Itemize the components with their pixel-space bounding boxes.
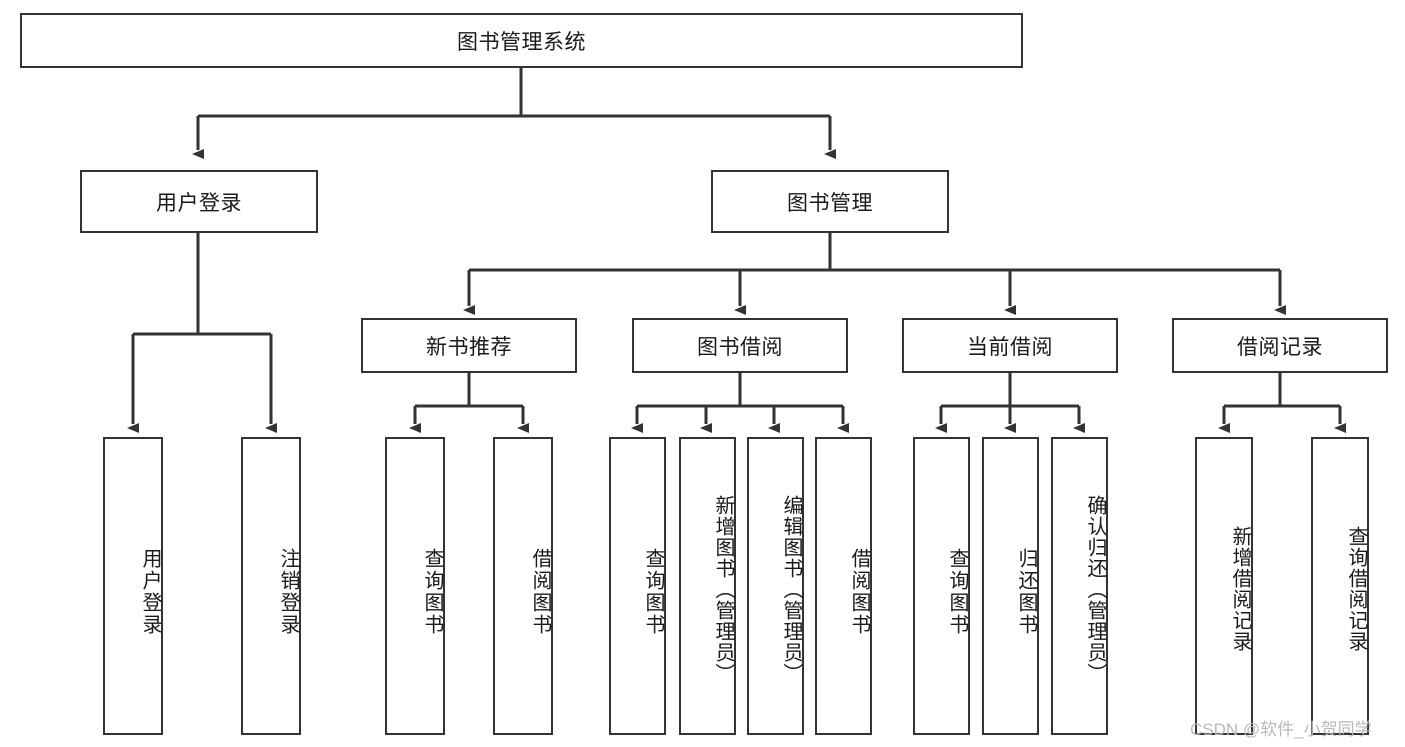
node-current-borrow[interactable]: 当前借阅 [902,318,1118,373]
leaf-user-login[interactable]: 用户登录 [103,437,163,735]
leaf-add-record[interactable]: 新增借阅记录 [1195,437,1253,735]
node-root-label: 图书管理系统 [457,30,586,54]
node-new-book-recommend[interactable]: 新书推荐 [361,318,577,373]
node-book-borrow-label: 图书借阅 [697,335,783,359]
node-user-login-label: 用户登录 [156,191,242,215]
node-current-borrow-label: 当前借阅 [967,335,1053,359]
leaf-query-book-1[interactable]: 查询图书 [385,437,445,735]
leaf-add-book[interactable]: 新增图书（管理员） [679,437,736,735]
leaf-user-login-label: 用户登录 [139,548,161,636]
leaf-user-logout-label: 注销登录 [277,548,299,636]
leaf-edit-book[interactable]: 编辑图书（管理员） [747,437,804,735]
node-book-management-label: 图书管理 [787,191,873,215]
leaf-return-book-label: 归还图书 [1015,548,1037,636]
leaf-query-book-2[interactable]: 查询图书 [609,437,666,735]
node-user-login[interactable]: 用户登录 [80,170,318,233]
leaf-query-record-label: 查询借阅记录 [1345,526,1367,652]
node-borrow-record-label: 借阅记录 [1237,335,1323,359]
node-borrow-record[interactable]: 借阅记录 [1172,318,1388,373]
leaf-borrow-book-1-label: 借阅图书 [529,548,551,636]
leaf-query-book-1-label: 查询图书 [421,548,443,636]
leaf-borrow-book-2-label: 借阅图书 [848,548,870,636]
leaf-query-book-2-label: 查询图书 [642,548,664,636]
leaf-add-book-label: 新增图书（管理员） [712,494,734,684]
node-book-management[interactable]: 图书管理 [711,170,949,233]
leaf-query-book-3-label: 查询图书 [946,548,968,636]
leaf-return-book[interactable]: 归还图书 [982,437,1039,735]
leaf-user-logout[interactable]: 注销登录 [241,437,301,735]
leaf-confirm-return-label: 确认归还（管理员） [1084,494,1106,684]
node-new-book-recommend-label: 新书推荐 [426,335,512,359]
leaf-confirm-return[interactable]: 确认归还（管理员） [1051,437,1108,735]
node-root[interactable]: 图书管理系统 [20,13,1023,68]
node-book-borrow[interactable]: 图书借阅 [632,318,848,373]
leaf-add-record-label: 新增借阅记录 [1229,526,1251,652]
leaf-borrow-book-2[interactable]: 借阅图书 [815,437,872,735]
leaf-borrow-book-1[interactable]: 借阅图书 [493,437,553,735]
leaf-query-record[interactable]: 查询借阅记录 [1311,437,1369,735]
leaf-edit-book-label: 编辑图书（管理员） [780,494,802,684]
leaf-query-book-3[interactable]: 查询图书 [913,437,970,735]
